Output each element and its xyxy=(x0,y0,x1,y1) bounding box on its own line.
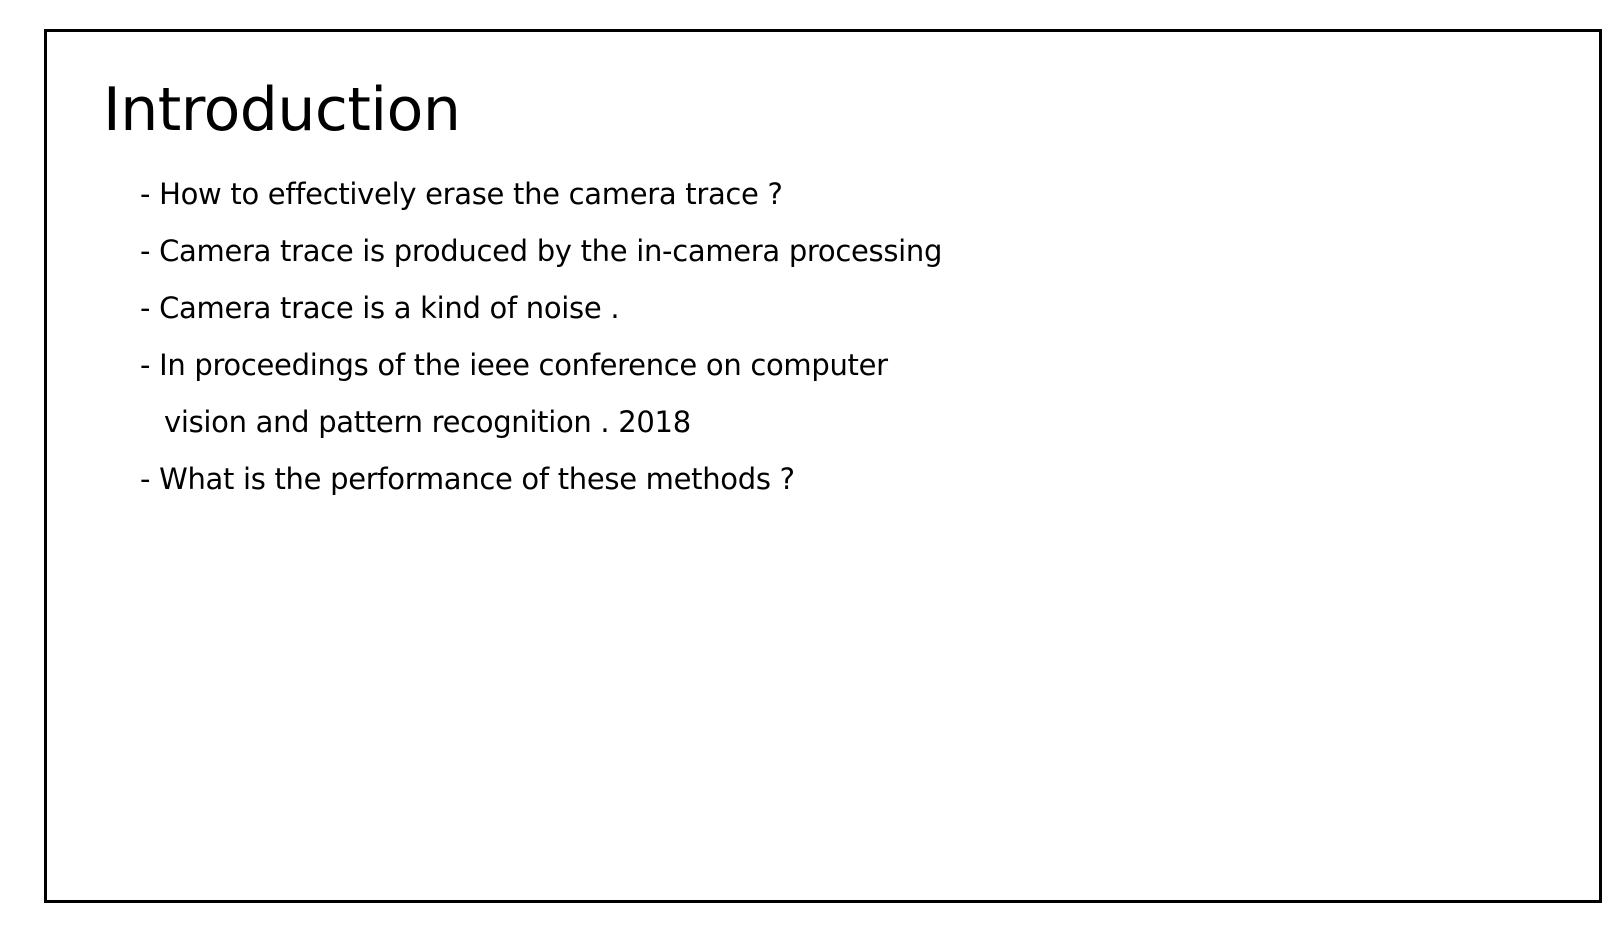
bullet-list: - How to effectively erase the camera tr… xyxy=(140,174,942,516)
bullet-line: - How to effectively erase the camera tr… xyxy=(140,177,783,211)
slide-frame xyxy=(44,29,1602,903)
bullet-line: - Camera trace is produced by the in-cam… xyxy=(140,234,943,268)
bullet-line: - What is the performance of these metho… xyxy=(140,462,795,496)
bullet-line-continuation: vision and pattern recognition . 2018 xyxy=(164,405,691,439)
bullet-line: - In proceedings of the ieee conference … xyxy=(140,348,888,382)
slide-title: Introduction xyxy=(103,75,461,145)
bullet-line: - Camera trace is a kind of noise . xyxy=(140,291,620,325)
